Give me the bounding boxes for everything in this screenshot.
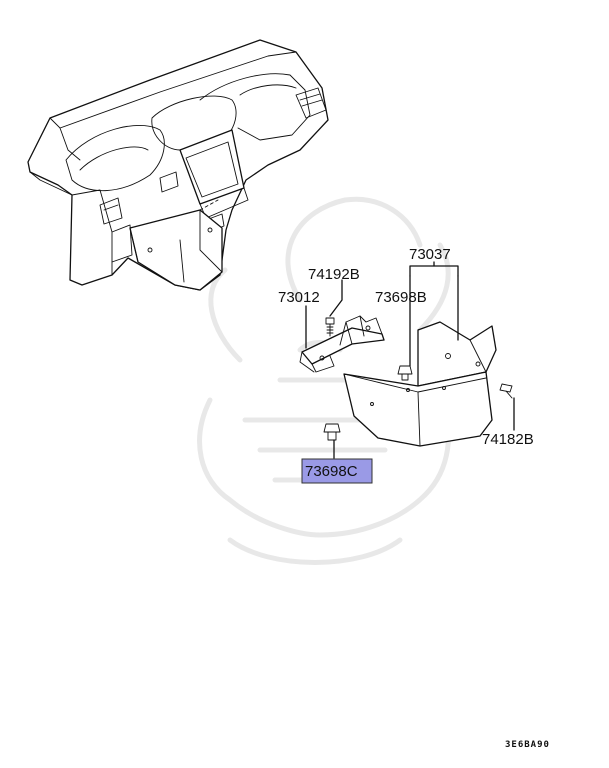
label-73698C[interactable]: 73698C [305, 463, 358, 480]
screw-74182B [499, 383, 513, 399]
clip-73698B [397, 365, 413, 381]
leader-lines [305, 261, 515, 459]
highlight-box-73698C [301, 458, 373, 484]
clip-73698C [323, 423, 341, 441]
label-73698B[interactable]: 73698B [375, 289, 427, 306]
cover-73037 [343, 321, 497, 447]
diagram-reference-code: 3E6BA90 [505, 740, 550, 750]
bracket-73012 [299, 315, 385, 373]
dashboard-assembly [27, 39, 329, 291]
label-73012[interactable]: 73012 [278, 289, 320, 306]
label-73037[interactable]: 73037 [409, 246, 451, 263]
bolt-74192B [325, 317, 335, 337]
watermark-emblem [197, 196, 451, 565]
label-74182B[interactable]: 74182B [482, 431, 534, 448]
label-74192B[interactable]: 74192B [308, 266, 360, 283]
